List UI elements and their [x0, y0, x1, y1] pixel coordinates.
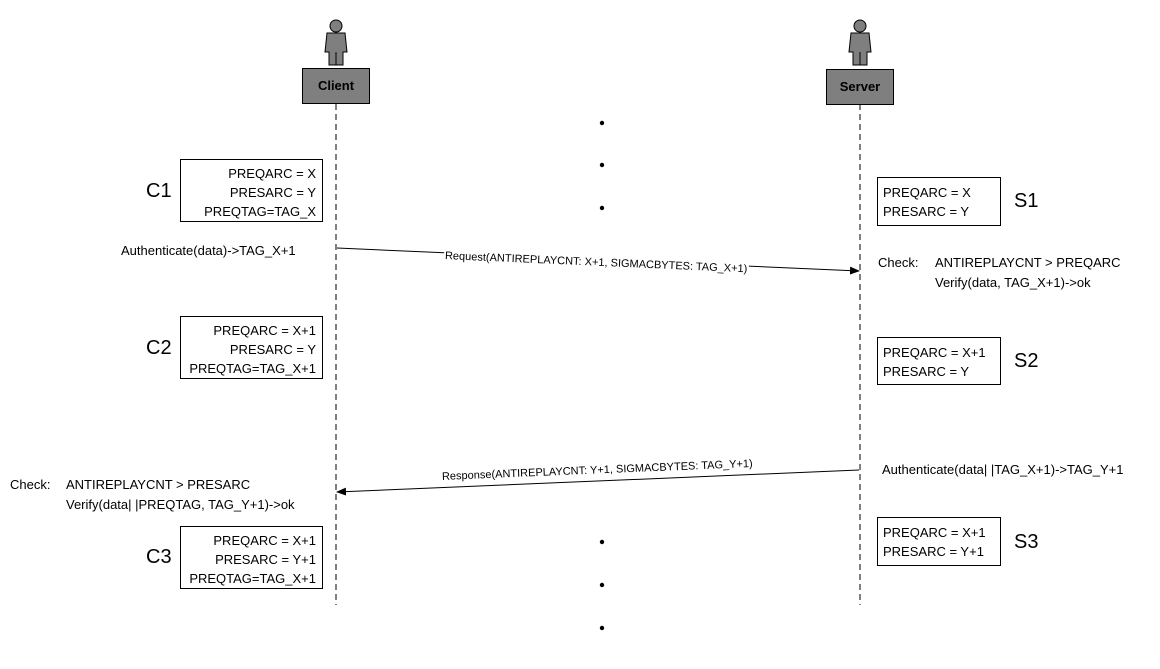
server-state-line: PREQARC = X+1	[883, 525, 986, 540]
server-authenticate-note: Authenticate(data| |TAG_X+1)->TAG_Y+1	[882, 462, 1124, 477]
client-person-icon	[324, 19, 348, 66]
client-check-line: ANTIREPLAYCNT > PRESARC	[66, 477, 251, 492]
client-state-line: PREQARC = X+1	[213, 323, 316, 338]
client-state-line: PREQARC = X	[228, 166, 316, 181]
client-actor-label: Client	[317, 78, 355, 93]
server-check-line: Verify(data, TAG_X+1)->ok	[935, 275, 1091, 290]
client-actor-box: Client	[302, 68, 370, 104]
ellipsis-bottom	[599, 539, 605, 631]
server-state-label-s2: S2	[1014, 350, 1039, 372]
server-state-line: PREQARC = X	[883, 185, 971, 200]
client-state-box-c1: PREQARC = X PRESARC = Y PREQTAG=TAG_X	[180, 159, 323, 222]
response-arrow	[336, 469, 860, 496]
server-actor-box: Server	[826, 69, 894, 105]
server-state-label-s1: S1	[1014, 190, 1039, 212]
server-state-box-s2: PREQARC = X+1 PRESARC = Y	[877, 337, 1001, 385]
server-state-line: PRESARC = Y	[883, 364, 970, 379]
ellipsis-top	[599, 120, 605, 211]
client-state-line: PREQARC = X+1	[213, 533, 316, 548]
client-state-line: PRESARC = Y+1	[215, 552, 316, 567]
client-state-line: PREQTAG=TAG_X	[204, 204, 316, 219]
server-check-line: ANTIREPLAYCNT > PREQARC	[935, 255, 1121, 270]
server-state-box-s1: PREQARC = X PRESARC = Y	[877, 177, 1001, 226]
client-check-prefix: Check:	[10, 477, 51, 492]
client-state-box-c3: PREQARC = X+1 PRESARC = Y+1 PREQTAG=TAG_…	[180, 526, 323, 589]
server-check-prefix: Check:	[878, 255, 919, 270]
server-state-box-s3: PREQARC = X+1 PRESARC = Y+1	[877, 517, 1001, 566]
server-actor-label: Server	[839, 79, 881, 94]
client-state-box-c2: PREQARC = X+1 PRESARC = Y PREQTAG=TAG_X+…	[180, 316, 323, 379]
server-state-label-s3: S3	[1014, 531, 1039, 553]
client-state-line: PREQTAG=TAG_X+1	[189, 361, 316, 376]
server-state-line: PRESARC = Y+1	[883, 544, 984, 559]
client-state-line: PRESARC = Y	[229, 342, 316, 357]
server-person-icon	[848, 19, 872, 66]
client-state-line: PREQTAG=TAG_X+1	[189, 571, 316, 586]
client-authenticate-note: Authenticate(data)->TAG_X+1	[121, 243, 296, 258]
client-state-line: PRESARC = Y	[229, 185, 316, 200]
client-state-label-c2: C2	[146, 337, 172, 359]
server-state-line: PREQARC = X+1	[883, 345, 986, 360]
server-state-line: PRESARC = Y	[883, 204, 970, 219]
client-state-label-c1: C1	[146, 180, 172, 202]
client-check-line: Verify(data| |PREQTAG, TAG_Y+1)->ok	[66, 497, 295, 512]
client-state-label-c3: C3	[146, 546, 172, 568]
